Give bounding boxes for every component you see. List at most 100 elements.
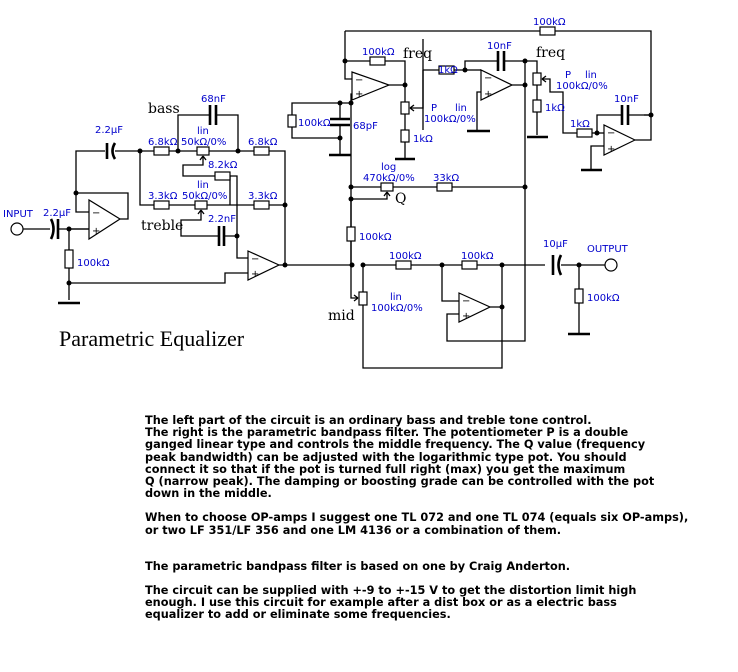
freq-pot-1[interactable] bbox=[400, 101, 410, 115]
bass-res1-label: 6.8kΩ bbox=[148, 137, 178, 148]
page-title: Parametric Equalizer bbox=[59, 326, 245, 351]
opamp-tone bbox=[247, 250, 281, 281]
p2-label: 100kΩ/0% bbox=[556, 81, 608, 92]
buffer-capacitor bbox=[111, 142, 117, 160]
p2-res-label: 1kΩ bbox=[545, 103, 565, 114]
mid-pot-label: 100kΩ/0% bbox=[371, 303, 423, 314]
opamp-buffer bbox=[88, 198, 122, 241]
mid-tone-res-label: 8.2kΩ bbox=[208, 160, 238, 171]
buffer-cap-label: 2.2µF bbox=[95, 125, 123, 136]
schematic: − + − + − + bbox=[3, 17, 654, 369]
bass-label: bass bbox=[148, 101, 180, 117]
bass-pot[interactable] bbox=[196, 146, 210, 156]
description-paragraph: The left part of the circuit is an ordin… bbox=[145, 414, 655, 501]
opamp-2 bbox=[480, 69, 514, 101]
output-label: OUTPUT bbox=[587, 244, 629, 255]
description-paragraph: The parametric bandpass filter is based … bbox=[145, 559, 571, 573]
q-pot-label: 470kΩ/0% bbox=[363, 173, 415, 184]
top-res-label: 100kΩ bbox=[533, 17, 566, 28]
svg-text:+: + bbox=[355, 89, 363, 100]
mid-label: mid bbox=[328, 308, 355, 324]
shunt-resistor bbox=[287, 114, 297, 128]
sum1-res-label: 100kΩ bbox=[389, 251, 422, 262]
treble-pot-label: 50kΩ/0% bbox=[182, 191, 227, 202]
top-resistor bbox=[539, 26, 556, 36]
feedback-resistor-1 bbox=[369, 56, 386, 66]
description-paragraph: The circuit can be supplied with +-9 to … bbox=[145, 584, 637, 622]
integrator-resistor-1 bbox=[438, 65, 455, 75]
input-cap-label: 2.2µF bbox=[43, 208, 71, 219]
bass-res2-label: 6.8kΩ bbox=[248, 137, 278, 148]
sum-resistor-2 bbox=[461, 260, 478, 270]
int1-res-label: 1kΩ bbox=[438, 65, 458, 76]
svg-text:−: − bbox=[607, 128, 615, 139]
q-resistor bbox=[436, 182, 453, 192]
sum-resistor-1 bbox=[395, 260, 412, 270]
freq-pot-2[interactable] bbox=[532, 72, 542, 86]
svg-text:+: + bbox=[92, 226, 100, 237]
description-paragraph: When to choose OP-amps I suggest one TL … bbox=[145, 511, 689, 537]
output-res-label: 100kΩ bbox=[587, 293, 620, 304]
mid-link-resistor bbox=[346, 226, 356, 242]
treble-pot-type: lin bbox=[197, 180, 209, 191]
opamp-1 bbox=[351, 71, 391, 101]
treble-cap-label: 2.2nF bbox=[208, 214, 236, 225]
shunt-res-label: 100kΩ bbox=[298, 118, 331, 129]
p1-res-label: 1kΩ bbox=[413, 134, 433, 145]
svg-text:+: + bbox=[251, 269, 259, 280]
q-pot[interactable] bbox=[380, 182, 394, 192]
treble-res2-label: 3.3kΩ bbox=[248, 191, 278, 202]
p1-label: 100kΩ/0% bbox=[424, 114, 476, 125]
bass-pot-type: lin bbox=[197, 126, 209, 137]
mid-pot-type: lin bbox=[390, 292, 402, 303]
svg-text:−: − bbox=[484, 73, 492, 84]
svg-text:−: − bbox=[355, 75, 363, 86]
sum2-res-label: 100kΩ bbox=[461, 251, 494, 262]
bass-resistor-1 bbox=[153, 146, 170, 156]
output-terminal bbox=[604, 258, 618, 272]
int1-cap-label: 10nF bbox=[487, 41, 512, 52]
bass-pot-label: 50kΩ/0% bbox=[181, 137, 226, 148]
p1-name: P bbox=[431, 103, 437, 114]
input-label: INPUT bbox=[3, 209, 34, 220]
mid-pot[interactable] bbox=[358, 291, 368, 306]
integrator-resistor-2 bbox=[576, 128, 593, 138]
freq-pot-1-resistor bbox=[400, 129, 410, 143]
fb1-res-label: 100kΩ bbox=[362, 47, 395, 58]
input-terminal bbox=[10, 222, 24, 236]
mid-link-res-label: 100kΩ bbox=[359, 232, 392, 243]
mid-tone-resistor bbox=[214, 171, 231, 181]
svg-text:−: − bbox=[462, 296, 470, 307]
p2-type: lin bbox=[585, 70, 597, 81]
q-pot-type: log bbox=[381, 162, 396, 173]
treble-pot[interactable] bbox=[194, 200, 208, 210]
freq1-label: freq bbox=[403, 46, 432, 62]
input-resistor bbox=[64, 249, 74, 269]
q-res-label: 33kΩ bbox=[433, 173, 460, 184]
svg-text:+: + bbox=[484, 89, 492, 100]
int2-cap-label: 10nF bbox=[614, 94, 639, 105]
svg-text:−: − bbox=[251, 254, 259, 265]
opamp-4 bbox=[458, 292, 492, 323]
svg-text:−: − bbox=[92, 208, 100, 219]
svg-text:+: + bbox=[607, 144, 615, 155]
treble-resistor-2 bbox=[253, 200, 270, 210]
output-resistor bbox=[574, 288, 584, 304]
output-cap-label: 10µF bbox=[543, 239, 568, 250]
shunt-cap-label: 68pF bbox=[353, 121, 378, 132]
description: The left part of the circuit is an ordin… bbox=[145, 414, 725, 622]
treble-resistor-1 bbox=[153, 200, 170, 210]
input-res-label: 100kΩ bbox=[77, 258, 110, 269]
opamp-3 bbox=[603, 124, 637, 156]
treble-res1-label: 3.3kΩ bbox=[148, 191, 178, 202]
freq-pot-2-resistor bbox=[532, 99, 542, 113]
input-capacitor bbox=[49, 218, 55, 240]
bass-resistor-2 bbox=[253, 146, 270, 156]
q-label: Q bbox=[395, 191, 406, 207]
p2-name: P bbox=[565, 70, 571, 81]
svg-text:+: + bbox=[462, 311, 470, 322]
freq2-label: freq bbox=[536, 45, 565, 61]
int2-res-label: 1kΩ bbox=[570, 119, 590, 130]
treble-label: treble bbox=[141, 218, 183, 234]
bass-cap-label: 68nF bbox=[201, 94, 226, 105]
